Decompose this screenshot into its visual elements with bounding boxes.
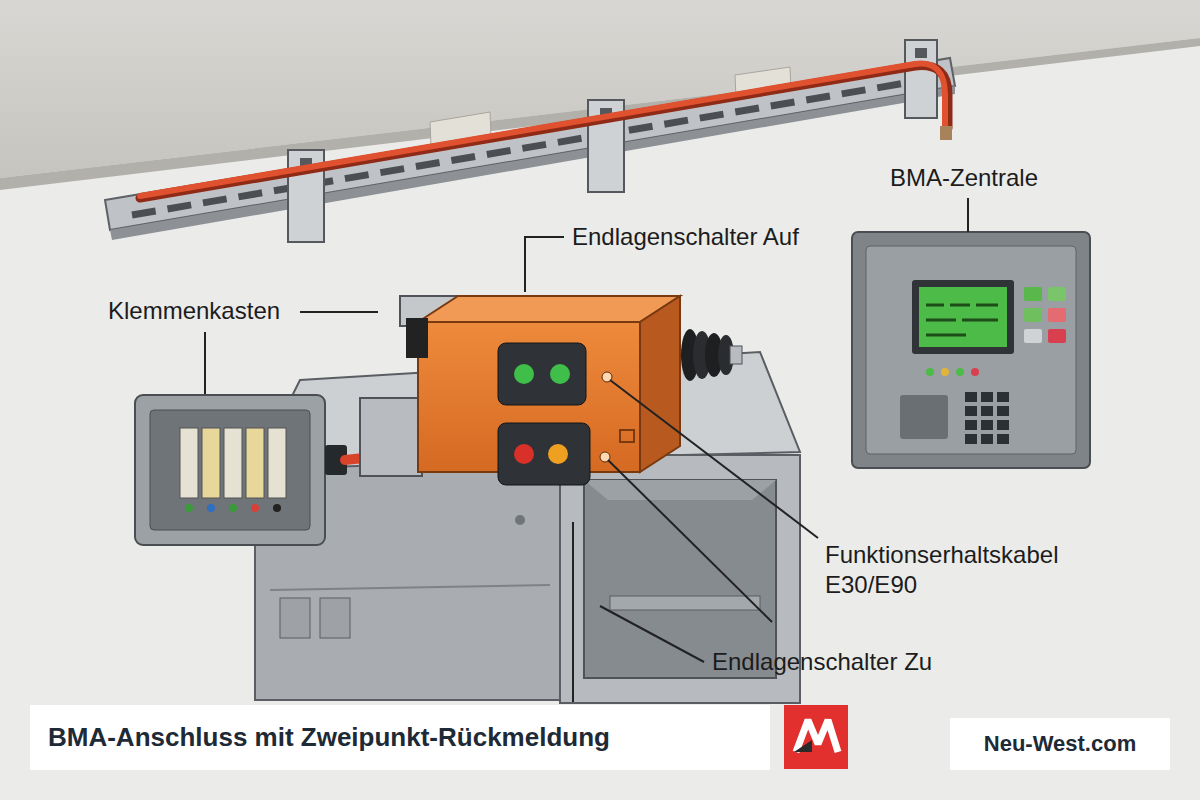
fire-alarm-panel-part-part (965, 406, 977, 416)
fire-damper-duct-part (320, 598, 350, 638)
brand-watermark: Neu-West.com (950, 718, 1170, 770)
fire-alarm-panel-part-part (997, 420, 1009, 430)
actuator-part (406, 318, 428, 358)
leader-line-part (600, 606, 704, 662)
fire-alarm-panel-part (852, 232, 1090, 468)
fire-alarm-panel-part-part (997, 434, 1009, 444)
cable-tray-part (105, 58, 955, 230)
fire-alarm-panel-part (926, 368, 934, 376)
terminal-box-part (229, 504, 237, 512)
terminal-box (135, 395, 347, 545)
terminal-box-part (150, 410, 310, 530)
fire-alarm-panel-part (1048, 308, 1066, 322)
hanger-bracket (288, 40, 937, 242)
terminal-box-part (202, 428, 220, 498)
logo-part (784, 705, 848, 769)
callout-label: Endlagenschalter Zu (712, 647, 932, 677)
fire-alarm-panel (852, 232, 1090, 468)
fire-alarm-panel-part (971, 368, 979, 376)
fire-alarm-panel-part-part (965, 434, 977, 444)
terminal-box-part (207, 504, 215, 512)
fire-resistant-cable-part (940, 126, 952, 140)
fire-alarm-panel-part (941, 368, 949, 376)
actuator-part (548, 444, 568, 464)
callout-label: Endlagenschalter Auf (572, 222, 799, 252)
actuator-part (514, 444, 534, 464)
fire-alarm-panel-part (866, 246, 1076, 454)
fire-resistant-cable-part (140, 64, 945, 196)
cable-tray (105, 58, 955, 240)
fire-damper-duct-part (280, 598, 310, 638)
leader-line (205, 198, 968, 702)
hanger-bracket-part (905, 40, 937, 118)
leader-line-part (525, 237, 564, 292)
fire-alarm-panel-part (919, 287, 1007, 347)
actuator-part (514, 364, 534, 384)
fire-alarm-panel-part-part (997, 392, 1009, 402)
fire-alarm-panel-part (1048, 287, 1066, 301)
terminal-box-part (180, 428, 198, 498)
fire-alarm-panel-part-part (981, 392, 993, 402)
fire-resistant-cable (140, 64, 952, 198)
cable-tray-part (132, 78, 935, 215)
actuator-part (360, 398, 422, 476)
actuator-part (640, 296, 680, 472)
fire-alarm-panel-part (1024, 287, 1042, 301)
fire-alarm-panel-part-part (981, 420, 993, 430)
leader-line-part (967, 198, 969, 232)
leader-line-part (610, 380, 818, 538)
terminal-box-part (224, 428, 242, 498)
fire-damper-duct-part (270, 585, 550, 590)
hanger-bracket-part (915, 48, 927, 58)
logo (784, 705, 848, 769)
leader-line-part (300, 311, 378, 313)
terminal-box-part (135, 395, 325, 545)
terminal-box-part (246, 428, 264, 498)
fire-alarm-panel-part (956, 368, 964, 376)
fire-alarm-panel-part-part (981, 406, 993, 416)
terminal-box-part (268, 428, 286, 498)
fire-alarm-panel-part (912, 280, 1014, 354)
actuator-part (550, 364, 570, 384)
actuator-part (620, 430, 634, 442)
leader-line-part (572, 522, 574, 702)
actuator-part (730, 346, 742, 364)
fire-damper-duct-part (515, 515, 525, 525)
fire-alarm-panel-part-part (997, 406, 1009, 416)
callout-label: BMA-Zentrale (890, 163, 1038, 193)
title-bar: BMA-Anschluss mit Zweipunkt-Rückmeldung (30, 705, 770, 770)
logo-part (794, 740, 812, 752)
leader-line-part (608, 460, 772, 622)
actuator-part (418, 296, 680, 322)
fire-alarm-panel-part (1048, 329, 1066, 343)
fire-alarm-panel-part-part (965, 420, 977, 430)
terminal-box-part (251, 504, 259, 512)
fire-alarm-panel-part (1024, 329, 1042, 343)
terminal-box-part (185, 504, 193, 512)
actuator (345, 296, 742, 485)
fire-damper-duct-part (610, 596, 760, 610)
fire-alarm-panel-part (900, 395, 948, 439)
fire-alarm-panel-part (965, 392, 1009, 444)
callout-label: Klemmenkasten (108, 296, 280, 326)
fire-alarm-panel-part-part (981, 434, 993, 444)
terminal-box-part (273, 504, 281, 512)
actuator-part (418, 322, 640, 472)
cable-tray-part (110, 86, 955, 240)
fire-alarm-panel-part-part (965, 392, 977, 402)
fire-alarm-panel-part (1024, 308, 1042, 322)
actuator-part (498, 423, 590, 485)
fire-alarm-panel-part (926, 305, 998, 335)
leader-line-part (204, 332, 206, 394)
actuator-part (498, 343, 586, 405)
callout-label: Funktionserhaltskabel E30/E90 (825, 540, 1097, 600)
